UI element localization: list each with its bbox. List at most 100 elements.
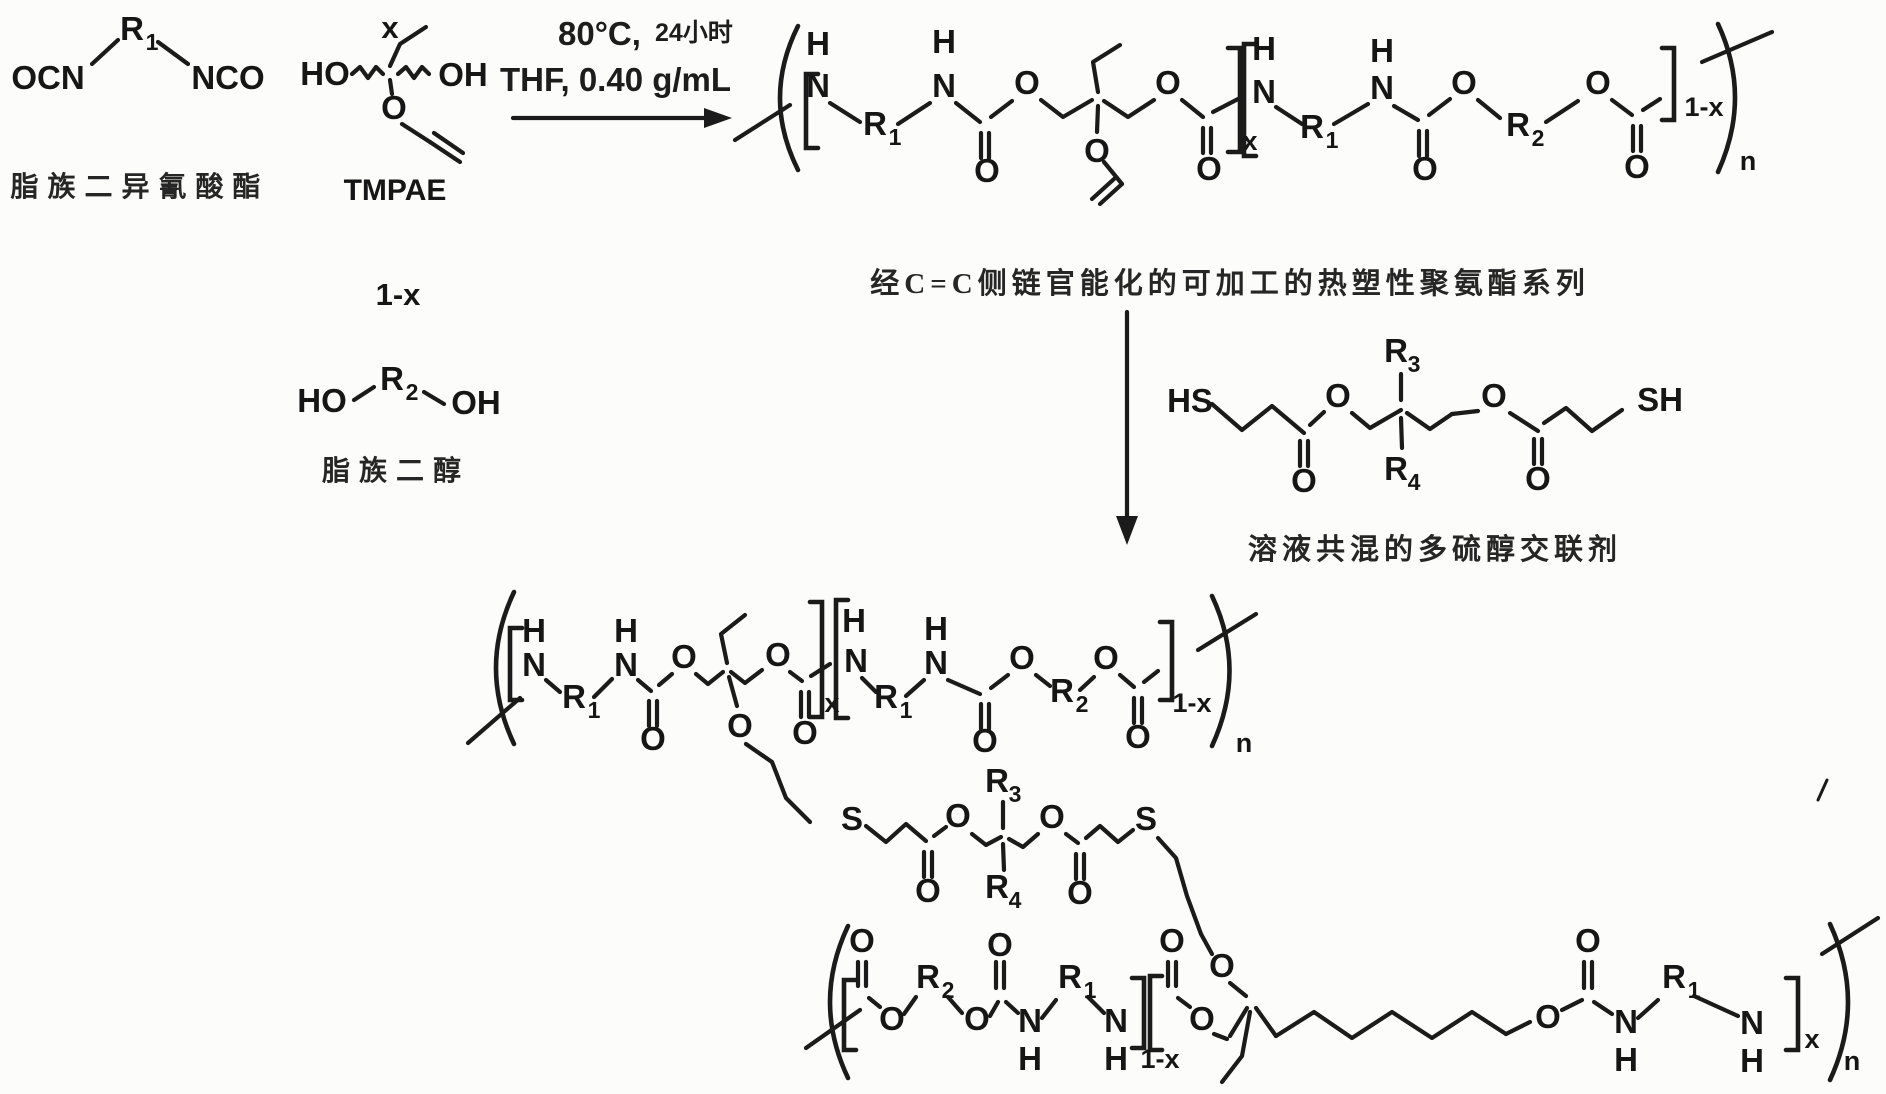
product-carbonyl-o-label: O (849, 922, 875, 959)
intermediate-ester-o-label: O (1451, 64, 1477, 101)
intermediate-pendant-o-label: O (1084, 132, 1110, 169)
crosslinker-bonds (1209, 371, 1625, 469)
product-upper-bonds (543, 612, 1161, 732)
intermediate-h-label: H (1252, 30, 1276, 67)
product-h-label: H (614, 612, 638, 649)
product-upper-brackets (465, 589, 1259, 749)
product-repeat-1mx: 1-x (1172, 688, 1211, 718)
product-ester-o-label: O (879, 1000, 905, 1037)
crosslinker-carbonyl-o-label: O (1291, 462, 1317, 499)
bridge-carbonyl-o-label: O (1067, 874, 1093, 911)
diol-stoichiometry: 1-x (376, 277, 422, 312)
product-r1-label: R1 (562, 678, 601, 723)
product-ester-o-label: O (1093, 639, 1119, 676)
intermediate-repeat-1mx: 1-x (1684, 92, 1723, 122)
bridge-pendant-o-label: O (1209, 947, 1235, 984)
product-r1-label: R1 (874, 678, 913, 723)
product-ester-o-label: O (1189, 1000, 1215, 1037)
product-repeat-1mx: 1-x (1140, 1044, 1179, 1074)
product-n-label: N (1614, 1003, 1638, 1040)
intermediate-r1-label: R1 (1300, 108, 1339, 153)
bridge-s-label: S (1135, 800, 1157, 837)
product-h-label: H (1018, 1040, 1042, 1077)
product-r1-label: R1 (1662, 958, 1701, 1003)
intermediate-r2-label: R2 (1506, 106, 1544, 151)
bridge-r4-label: R4 (985, 868, 1022, 913)
product-repeat-x: x (824, 688, 839, 718)
tmpae-bonds (349, 24, 466, 165)
intermediate-bonds (827, 42, 1663, 207)
diol-caption: 脂族二醇 (322, 454, 470, 487)
diol-bonds (351, 384, 447, 407)
intermediate-r1-label: R1 (863, 105, 902, 150)
product-ester-o-label: O (1535, 998, 1561, 1035)
product-ester-o-label: O (1009, 639, 1035, 676)
product-repeat-x: x (1804, 1024, 1819, 1054)
bridge-r3-label: R3 (985, 762, 1021, 807)
diisocyanate-structure: OCN R1 NCO 脂族二异氰酸酯 (10, 10, 269, 203)
product-h-label: H (522, 612, 546, 649)
crosslinker-r4-label: R4 (1384, 450, 1421, 495)
product-carbonyl-o-label: O (972, 722, 998, 759)
crosslinker-r3-label: R3 (1384, 332, 1420, 377)
diol-ho-label: HO (297, 382, 347, 419)
intermediate-n-label: N (1370, 69, 1394, 106)
product-carbonyl-o-label: O (987, 926, 1013, 963)
tmpae-oh-label: OH (438, 56, 488, 93)
product-h-label: H (1740, 1042, 1764, 1079)
product-h-label: H (924, 610, 948, 647)
product-upper-chain: H N R1 H N O O O O O x H N R1 H N O O R2… (465, 589, 1259, 759)
crosslinker-sh-label: SH (1637, 381, 1683, 418)
product-carbonyl-o-label: O (1125, 718, 1151, 755)
intermediate-carbonyl-o-label: O (974, 152, 1000, 189)
tmpae-ether-o-label: O (381, 89, 407, 126)
product-n-label: N (844, 642, 868, 679)
product-carbonyl-o-label: O (1159, 922, 1185, 959)
intermediate-n-label: N (1252, 73, 1276, 110)
product-pendant-o-label: O (727, 707, 753, 744)
tmpae-stoichiometry: x (381, 10, 399, 45)
intermediate-h-label: H (806, 25, 830, 62)
product-carbonyl-o-label: O (792, 714, 818, 751)
intermediate-carbonyl-o-label: O (1412, 150, 1438, 187)
reaction-arrow (510, 108, 732, 128)
intermediate-ester-o-label: O (1155, 64, 1181, 101)
product-ester-o-label: O (671, 638, 697, 675)
product-h-label: H (1614, 1041, 1638, 1078)
diisocyanate-bonds (89, 37, 191, 67)
ocn-label: OCN (11, 59, 84, 96)
intermediate-n-label: N (932, 67, 956, 104)
crosslinker-ester-o-label: O (1481, 377, 1507, 414)
bridge-bonds (743, 741, 1249, 999)
product-n-label: N (614, 646, 638, 683)
reaction-conditions: 80°C,24小时 THF, 0.40 g/mL (500, 15, 733, 128)
intermediate-h-label: H (1370, 32, 1394, 69)
intermediate-repeat-n: n (1740, 146, 1757, 176)
product-n-label: N (924, 644, 948, 681)
crosslinker-ester-o-label: O (1325, 377, 1351, 414)
diisocyanate-caption: 脂族二异氰酸酯 (10, 170, 269, 203)
product-n-label: N (1018, 1002, 1042, 1039)
product-ester-o-label: O (964, 1000, 990, 1037)
product-carbonyl-o-label: O (1575, 922, 1601, 959)
nco-label: NCO (191, 59, 264, 96)
intermediate-brackets (732, 21, 1775, 175)
product-lower-brackets (803, 778, 1881, 1083)
product-n-label: N (522, 646, 546, 683)
tmpae-ho-label: HO (300, 55, 350, 92)
intermediate-ester-o-label: O (1014, 64, 1040, 101)
tmpae-structure: x HO OH O TMPAE (300, 10, 488, 207)
product-repeat-n: n (1844, 1046, 1861, 1076)
intermediate-carbonyl-o-label: O (1624, 148, 1650, 185)
product-lower-chain: O O R2 O O N H R1 N H 1-x O O O O N H R1… (803, 778, 1881, 1085)
crosslinking-arrow (1116, 309, 1138, 545)
crosslinker-carbonyl-o-label: O (1525, 460, 1551, 497)
product-carbonyl-o-label: O (640, 720, 666, 757)
r2-group-label: R2 (380, 360, 418, 405)
product-thioether-bridge: S O O R3 R4 O O S O (743, 741, 1249, 999)
intermediate-h-label: H (932, 23, 956, 60)
product-r1-label: R1 (1058, 958, 1097, 1003)
conditions-line2: THF, 0.40 g/mL (500, 61, 731, 98)
intermediate-caption: 经C=C侧链官能化的可加工的热塑性聚氨酯系列 (870, 266, 1589, 300)
bridge-ester-o-label: O (1039, 798, 1065, 835)
